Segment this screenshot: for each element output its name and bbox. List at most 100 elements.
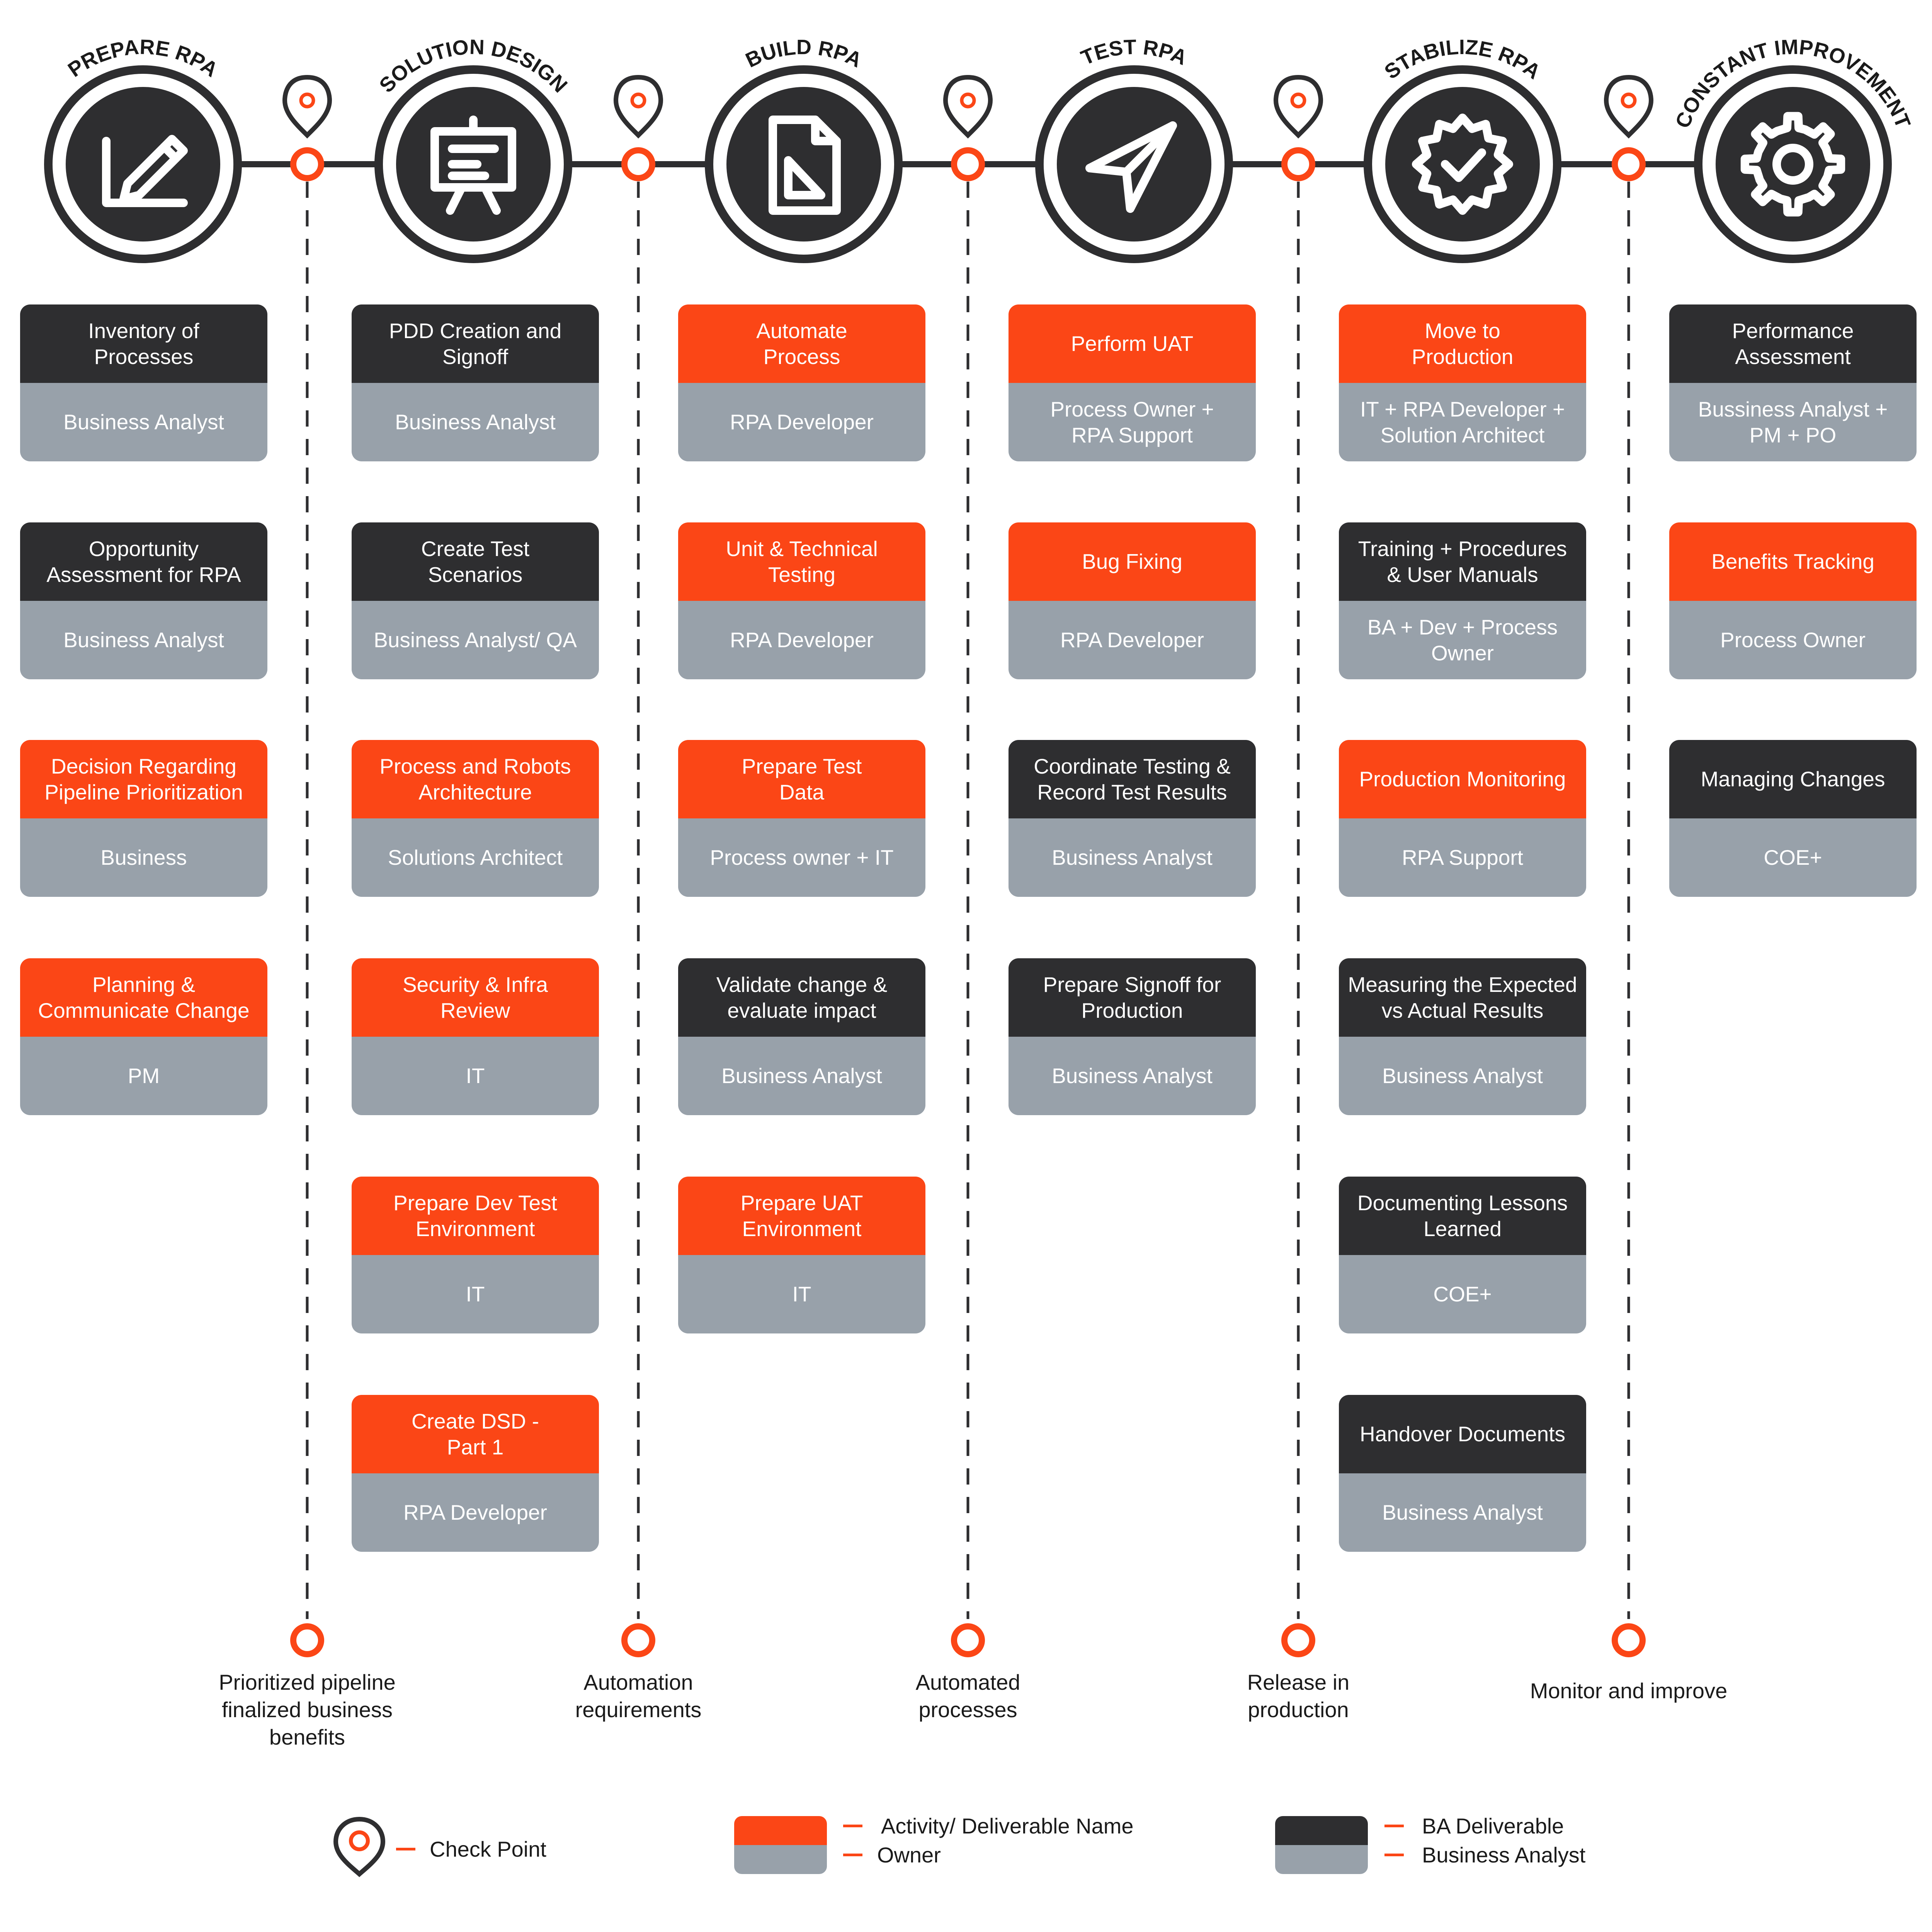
legend-checkpoint-label: Check Point [430, 1837, 546, 1861]
activity-owner: RPA Developer [352, 1473, 599, 1552]
activity-owner: Business Analyst [1009, 1037, 1256, 1115]
checkpoint-bottom-marker [621, 1623, 655, 1657]
phase-inner-circle [1385, 87, 1540, 242]
activity-card: Measuring the Expected vs Actual Results… [1339, 958, 1586, 1115]
phase-title: TEST RPA [1078, 36, 1190, 70]
checkpoint-pin-dot [630, 92, 646, 109]
activity-card: Coordinate Testing & Record Test Results… [1009, 740, 1256, 897]
activity-title: Coordinate Testing & Record Test Results [1009, 740, 1256, 818]
activity-owner: Business Analyst/ QA [352, 601, 599, 679]
legend-ba-swatch [1275, 1816, 1368, 1874]
activity-title: Prepare Dev Test Environment [352, 1177, 599, 1255]
legend-activity-swatch [734, 1816, 827, 1874]
activity-owner: RPA Developer [678, 601, 925, 679]
checkpoint-pin-dot [960, 92, 976, 109]
activity-title: Opportunity Assessment for RPA [20, 522, 267, 601]
activity-title: Performance Assessment [1669, 304, 1917, 383]
document-icon [769, 116, 841, 215]
phase-inner-circle [1716, 87, 1870, 242]
activity-title: Prepare Signoff for Production [1009, 958, 1256, 1037]
checkpoint-pin-dot [1290, 92, 1306, 109]
activity-owner: IT [352, 1037, 599, 1115]
checkpoint-label: Monitor and improve [1530, 1679, 1728, 1703]
activity-owner: Process Owner [1669, 601, 1917, 679]
legend-dash [1384, 1854, 1404, 1856]
checkpoint-label: Automated processes [915, 1670, 1020, 1722]
pencil-ruler-icon [102, 135, 188, 207]
activity-owner: Business Analyst [678, 1037, 925, 1115]
activity-title: Security & Infra Review [352, 958, 599, 1037]
activity-title: Documenting Lessons Learned [1339, 1177, 1586, 1255]
checkpoint-bottom-marker [1612, 1623, 1646, 1657]
activity-owner: Business Analyst [20, 383, 267, 461]
activity-title: Handover Documents [1339, 1395, 1586, 1473]
checkpoint-bottom-marker [1281, 1623, 1315, 1657]
legend-owner-label: Owner [877, 1843, 941, 1867]
activity-title: Planning & Communicate Change [20, 958, 267, 1037]
legend-checkpoint-icon [333, 1816, 386, 1877]
activity-title: Bug Fixing [1009, 522, 1256, 601]
activity-owner: Business Analyst [1009, 818, 1256, 897]
paper-plane-icon [1085, 121, 1177, 213]
legend-dash [396, 1848, 415, 1850]
activity-owner: Bussiness Analyst + PM + PO [1669, 383, 1917, 461]
activity-title: Process and Robots Architecture [352, 740, 599, 818]
phase-inner-circle [726, 87, 881, 242]
activity-owner: Business [20, 818, 267, 897]
checkpoint-bottom-marker [951, 1623, 985, 1657]
activity-owner: Process Owner + RPA Support [1009, 383, 1256, 461]
activity-title: Inventory of Processes [20, 304, 267, 383]
legend-dash [1384, 1825, 1404, 1827]
checkpoint-pin-dot [1621, 92, 1637, 109]
activity-owner: IT [352, 1255, 599, 1333]
gear-icon [1740, 112, 1845, 217]
activity-owner: IT [678, 1255, 925, 1333]
activity-owner: IT + RPA Developer + Solution Architect [1339, 383, 1586, 461]
activity-owner: RPA Developer [678, 383, 925, 461]
checkpoint-label: Prioritized pipeline finalized business … [219, 1670, 396, 1749]
activity-title: Production Monitoring [1339, 740, 1586, 818]
checkpoint-label: Automation requirements [575, 1670, 702, 1722]
activity-owner: Business Analyst [1339, 1473, 1586, 1552]
activity-title: Perform UAT [1009, 304, 1256, 383]
activity-title: Create DSD - Part 1 [352, 1395, 599, 1473]
activity-owner: RPA Support [1339, 818, 1586, 897]
activity-title: Prepare Test Data [678, 740, 925, 818]
checkpoint-marker [1612, 147, 1646, 181]
checkpoint-marker [621, 147, 655, 181]
activity-owner: Solutions Architect [352, 818, 599, 897]
checkpoint-marker [1281, 147, 1315, 181]
phase-title-text: TEST RPA [1078, 36, 1190, 70]
activity-owner: Business Analyst [1339, 1037, 1586, 1115]
legend-dash [843, 1825, 862, 1827]
activity-title: Decision Regarding Pipeline Prioritizati… [20, 740, 267, 818]
legend-activity-label: Activity/ Deliverable Name [881, 1814, 1134, 1838]
checkpoint-marker [951, 147, 985, 181]
activity-owner: BA + Dev + Process Owner [1339, 601, 1586, 679]
activity-title: Measuring the Expected vs Actual Results [1339, 958, 1586, 1037]
legend-business-analyst-label: Business Analyst [1422, 1843, 1586, 1867]
activity-title: Benefits Tracking [1669, 522, 1917, 601]
activity-owner: RPA Developer [1009, 601, 1256, 679]
